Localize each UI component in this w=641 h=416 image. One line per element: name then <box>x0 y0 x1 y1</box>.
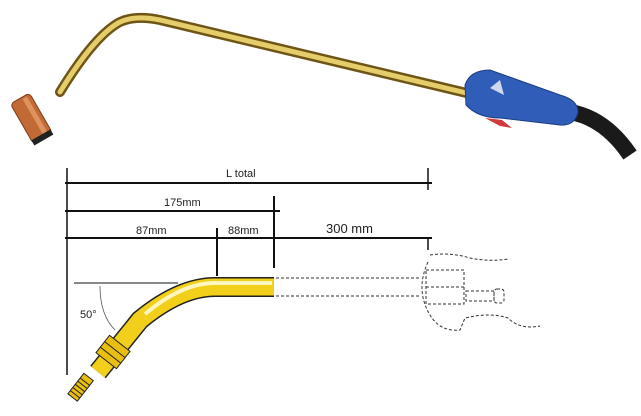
logo-badge <box>490 80 504 95</box>
torch-photo <box>11 12 637 160</box>
threaded-tip <box>67 372 95 402</box>
cable <box>568 104 637 160</box>
handle <box>464 69 579 128</box>
copper-contact-tip <box>11 93 54 146</box>
neck-drawing <box>67 277 274 402</box>
brass-neck-tube <box>55 12 480 100</box>
angle-arc <box>99 285 116 331</box>
label-300mm: 300 mm <box>326 221 373 236</box>
label-l-total: L total <box>226 168 256 180</box>
label-88mm: 88mm <box>228 225 259 237</box>
label-87mm: 87mm <box>136 225 167 237</box>
nozzle-collar <box>95 334 131 370</box>
dimension-diagram <box>65 168 432 375</box>
label-175mm: 175mm <box>164 197 201 209</box>
trigger <box>485 118 512 128</box>
handle-outline-dashed <box>276 253 541 331</box>
label-angle: 50° <box>80 309 97 321</box>
